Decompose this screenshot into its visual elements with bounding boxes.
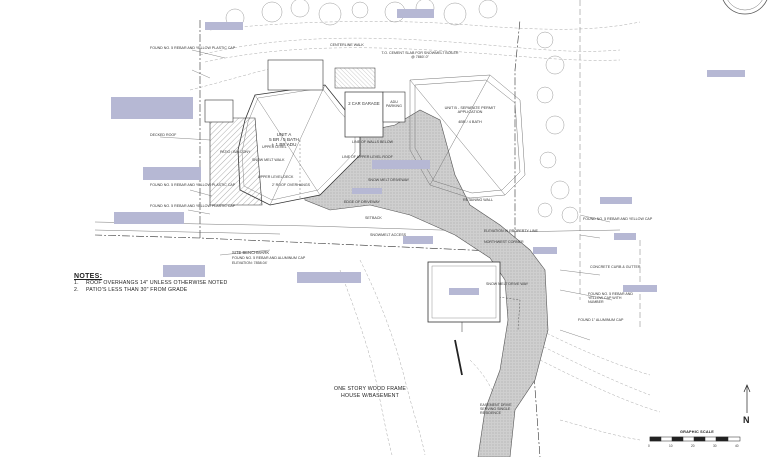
redacted-block bbox=[397, 9, 434, 18]
redacted-block bbox=[707, 70, 745, 77]
unit-a-desc2: + 1 BR ADU bbox=[271, 142, 297, 147]
adu-parking-label: ADU PARKING bbox=[386, 100, 402, 109]
cement-slab-label: T.O. CEMENT SLAB FOR SNOWMELT BOILER @ 7… bbox=[381, 51, 459, 60]
scale-tick: 0 bbox=[648, 444, 650, 448]
redacted-block bbox=[372, 160, 430, 169]
callout-benchmark-elev: ELEVATION: 7858.04' bbox=[232, 261, 268, 265]
tree-canopy bbox=[225, 0, 579, 224]
redacted-block bbox=[163, 265, 205, 277]
stamp-seal bbox=[722, 0, 768, 15]
redacted-block bbox=[614, 233, 636, 240]
callout-snowmelt-access: SNOWMELT ACCESS bbox=[370, 233, 407, 237]
garage bbox=[344, 91, 406, 138]
one-story-label: ONE STORY WOOD FRAME bbox=[333, 386, 407, 392]
callout-edge-driveway: EDGE OF DRIVEWAY bbox=[344, 200, 380, 204]
note-item: 1. ROOF OVERHANGS 14" UNLESS OTHERWISE NO… bbox=[74, 280, 227, 287]
callout-roof-overhangs: 2' ROOF OVERHANGS bbox=[272, 183, 311, 187]
scale-tick: 30 bbox=[713, 444, 717, 448]
callout-nw-corner: NORTHWEST CORNER bbox=[484, 240, 524, 244]
contour-lines bbox=[189, 21, 661, 456]
garage-label: 2 CAR GARAGE bbox=[348, 101, 380, 106]
unit-a-desc: 5 BR / 5 BATH bbox=[269, 137, 299, 142]
callout-walls-below: LINE OF WALLS BELOW bbox=[352, 140, 394, 144]
callout-rebar-yellow: FOUND NO. 5 REBAR AND YELLOW CAP bbox=[583, 217, 653, 221]
callout-snow-melt-walk: SNOW MELT WALK bbox=[252, 158, 285, 162]
redacted-block bbox=[533, 247, 557, 254]
one-story-label-2: HOUSE W/BASEMENT bbox=[341, 393, 399, 399]
scale-tick: 10 bbox=[669, 444, 673, 448]
note-number: 2. bbox=[74, 287, 79, 293]
redacted-block bbox=[449, 288, 479, 295]
callout-site-benchmark: SITE BENCHMARK bbox=[232, 250, 270, 255]
callout-setback: SETBACK bbox=[365, 216, 382, 220]
callout-benchmark-cap: FOUND NO. 5 REBAR AND ALUMINUM CAP bbox=[232, 256, 306, 260]
callout-rebar-number: FOUND NO. 5 REBAR AND YELLOW CAP WITH NU… bbox=[588, 292, 633, 305]
callout-upper-level: UPPER LEVEL bbox=[262, 145, 287, 149]
neighbor-house bbox=[427, 261, 501, 332]
callout-centerline: CENTERLINE WALK bbox=[330, 43, 364, 47]
callout-aluminum-cap: FOUND 1" ALUMINUM CAP bbox=[578, 318, 624, 322]
notes-title: NOTES: bbox=[74, 273, 103, 280]
redacted-block bbox=[114, 212, 184, 224]
redacted-block bbox=[352, 188, 382, 194]
notes-block: NOTES: 1. ROOF OVERHANGS 14" UNLESS OTHER… bbox=[74, 273, 227, 294]
graphic-scale-title: GRAPHIC SCALE bbox=[680, 430, 715, 434]
redacted-block bbox=[403, 236, 433, 244]
scale-tick: 40 bbox=[735, 444, 739, 448]
redacted-block bbox=[297, 272, 361, 283]
unit-b-label: UNIT B - SEPARATE PERMIT APPLICATION bbox=[444, 106, 496, 115]
redacted-block bbox=[623, 285, 657, 292]
callout-easement-drive: EASEMENT DRIVE SERVING SINGLE RESIDENCE bbox=[480, 403, 512, 416]
unit-a-footprint bbox=[204, 59, 376, 206]
callout-rebar: FOUND NO. 5 REBAR AND YELLOW PLASTIC CAP bbox=[150, 46, 236, 50]
callout-upper-deck: UPPER LEVEL DECK bbox=[258, 175, 294, 179]
callout-patio: PATIO / BALCONY bbox=[220, 150, 251, 154]
unit-b-desc: 4BR / 4 BATH bbox=[458, 120, 482, 124]
callout-decked-roof: DECKED ROOF bbox=[150, 133, 177, 137]
callout-snow-melt-driveway: SNOW MELT DRIVEWAY bbox=[368, 178, 410, 182]
graphic-scale bbox=[649, 436, 741, 442]
callout-rebar: FOUND NO. 5 REBAR AND YELLOW PLASTIC CAP bbox=[150, 204, 236, 208]
note-text: ROOF OVERHANGS 14" UNLESS OTHERWISE NOTE… bbox=[86, 280, 228, 286]
redacted-block bbox=[205, 22, 243, 30]
note-number: 1. bbox=[74, 280, 79, 286]
callout-snow-melt-drive: SNOW MELT DRIVE WAY bbox=[486, 282, 529, 286]
callout-elevation-property: ELEVATION IN PROPERTY LINE bbox=[484, 229, 538, 233]
north-label: N bbox=[743, 415, 750, 425]
note-item: 2. PATIO'S LESS THAN 30" FROM GRADE bbox=[74, 287, 227, 294]
callout-rebar: FOUND NO. 5 REBAR AND YELLOW PLASTIC CAP bbox=[150, 183, 236, 187]
callout-upper-roof: LINE OF UPPER LEVEL ROOF bbox=[342, 155, 393, 159]
unit-a-label: UNIT A bbox=[276, 132, 292, 137]
callout-retaining-wall: RETAINING WALL bbox=[463, 198, 493, 202]
scale-tick: 20 bbox=[691, 444, 695, 448]
redacted-block bbox=[143, 167, 201, 180]
redacted-block bbox=[111, 97, 193, 119]
driveway bbox=[299, 109, 549, 457]
north-arrow bbox=[743, 384, 751, 413]
callout-curb-gutter: CONCRETE CURB & GUTTER bbox=[590, 265, 641, 269]
note-text: PATIO'S LESS THAN 30" FROM GRADE bbox=[86, 287, 188, 293]
redacted-block bbox=[600, 197, 632, 204]
